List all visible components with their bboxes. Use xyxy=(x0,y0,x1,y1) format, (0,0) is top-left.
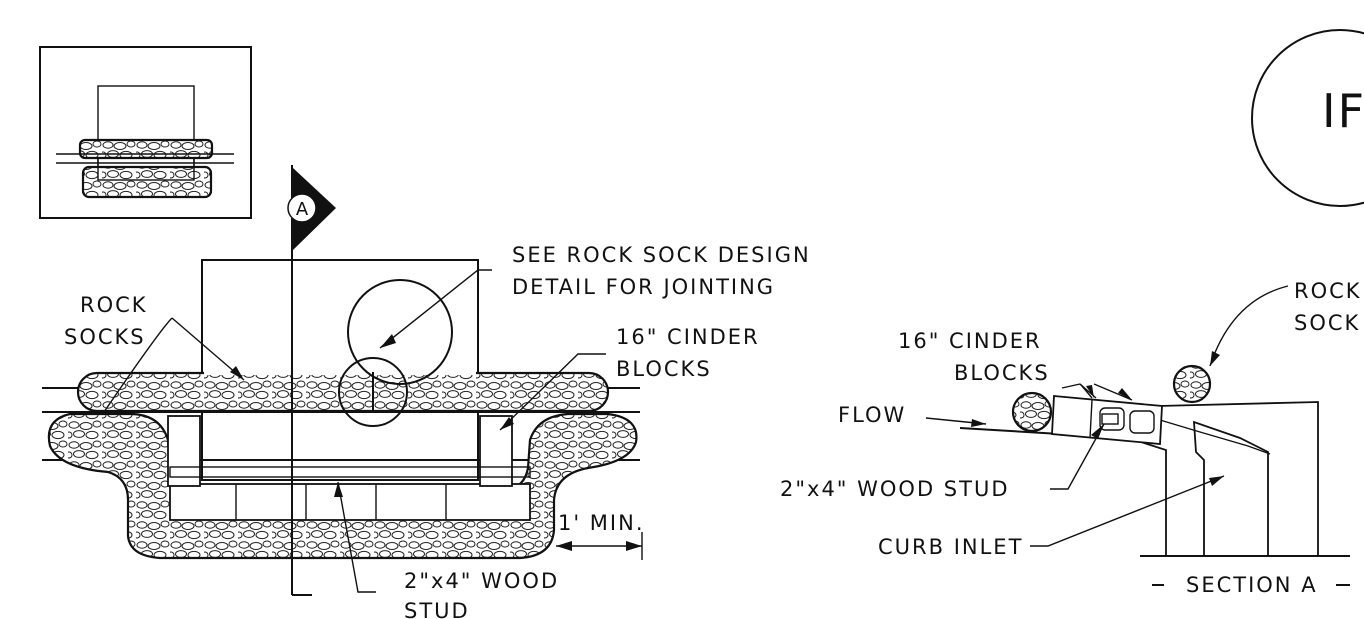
wood-stud-plan xyxy=(169,466,531,478)
wood-stud-right-label: 2"x4" WOOD STUD xyxy=(780,477,1010,501)
flow-label: FLOW xyxy=(838,403,906,427)
cinder-blocks-plan xyxy=(167,415,531,521)
wood-stud-label-line2: STUD xyxy=(404,599,470,619)
cinder-blocks-right-line2: BLOCKS xyxy=(954,361,1050,385)
plan-leaders xyxy=(103,269,606,593)
title-badge-circle xyxy=(1251,29,1364,207)
wood-stud-label-line1: 2"x4" WOOD xyxy=(404,569,559,593)
rock-socks-label-line2: SOCKS xyxy=(64,325,146,349)
cinder-block-section xyxy=(1051,395,1163,445)
section-callout-a: A xyxy=(287,168,336,250)
rock-sock-right-line2: SOCK xyxy=(1294,311,1360,335)
see-detail-note-line2: DETAIL FOR JOINTING xyxy=(512,275,775,299)
see-detail-note-line1: SEE ROCK SOCK DESIGN xyxy=(512,243,811,267)
wood-stud-section xyxy=(1101,413,1119,425)
rock-sock-right-line1: ROCK xyxy=(1294,279,1362,303)
rock-sock-upper xyxy=(76,371,610,413)
cinder-blocks-label-line2: BLOCKS xyxy=(616,357,712,381)
detail-circle-large xyxy=(347,279,453,385)
key-plan-inset xyxy=(39,46,252,219)
section-a-title: SECTION A xyxy=(1186,573,1318,597)
section-a-labels: 16" CINDER BLOCKS ROCK SOCK FLOW 2"x4" W… xyxy=(780,279,1362,597)
callout-symbol: A xyxy=(296,199,309,220)
cinder-blocks-right-line1: 16" CINDER xyxy=(898,329,1042,353)
cinder-blocks-label-line1: 16" CINDER xyxy=(616,325,760,349)
title-badge: IF xyxy=(1322,84,1364,138)
min-dimension-label: 1' MIN. xyxy=(558,511,645,535)
rock-socks-label-line1: ROCK xyxy=(80,293,148,317)
section-a-view: IF xyxy=(925,29,1364,557)
plan-view-labels: SEE ROCK SOCK DESIGN DETAIL FOR JOINTING… xyxy=(64,243,811,619)
curb-inlet-label: CURB INLET xyxy=(878,535,1023,559)
detail-circle-small xyxy=(338,357,408,427)
rock-sock-section-front xyxy=(1011,391,1053,433)
plan-view xyxy=(42,165,643,596)
rock-sock-section-top xyxy=(1172,364,1212,404)
